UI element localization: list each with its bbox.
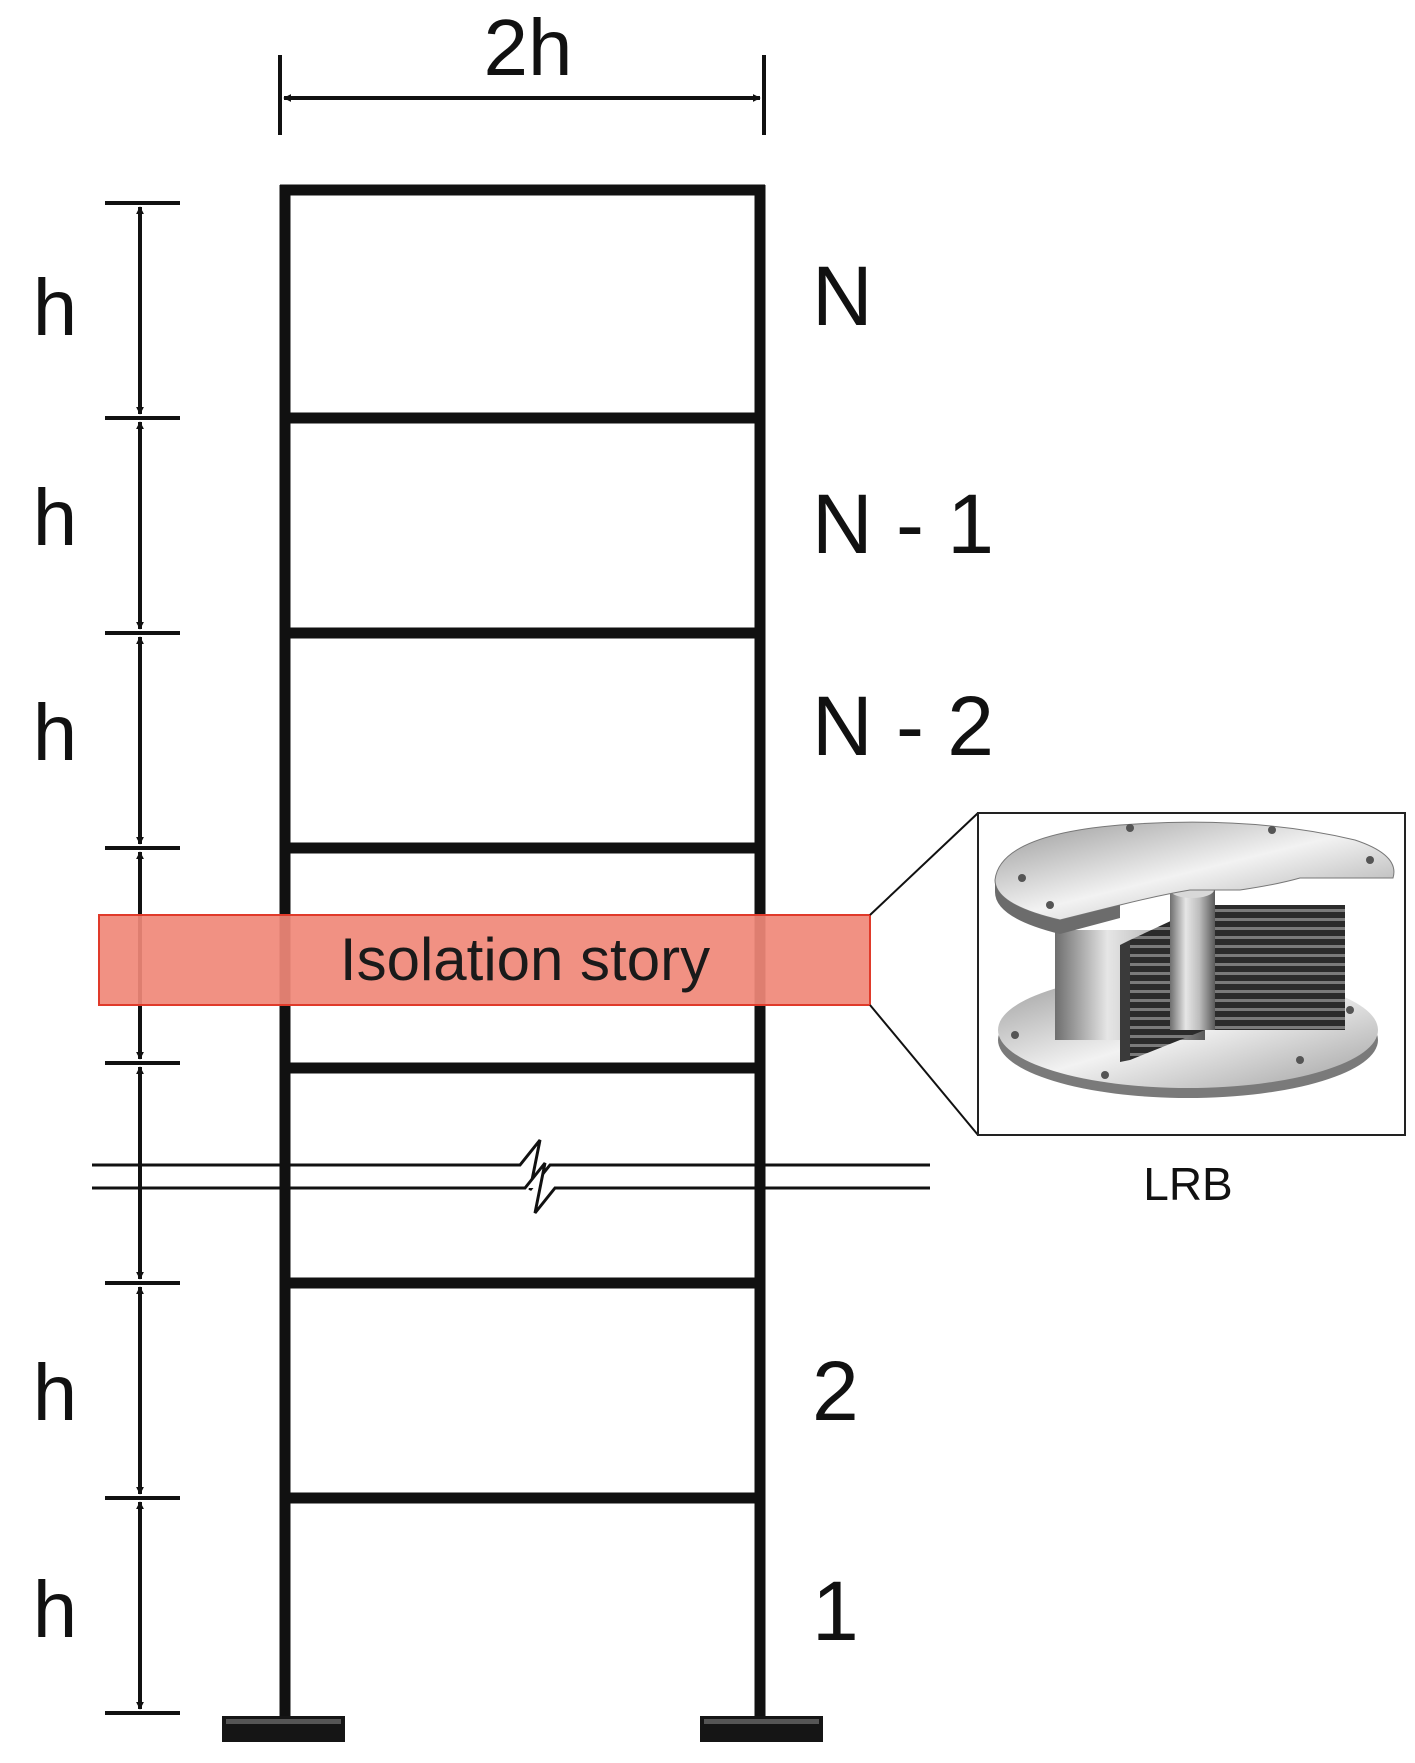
story-label-second-from-top: N - 1: [812, 477, 994, 571]
story-label-third-from-top: N - 2: [812, 679, 994, 773]
callout-lines: [869, 812, 979, 1136]
isolation-story-label: Isolation story: [340, 926, 710, 993]
height-label: h: [33, 688, 78, 777]
height-label: h: [33, 1348, 78, 1437]
isolation-story-band: Isolation story: [98, 914, 871, 1006]
frame: [279, 184, 766, 1718]
height-label: h: [33, 1565, 78, 1654]
height-label: h: [33, 263, 78, 352]
bearing-label: LRB: [1143, 1158, 1232, 1210]
width-dimension-label: 2h: [484, 3, 573, 92]
story-label-top: N: [812, 249, 873, 343]
width-dimension: 2h: [278, 3, 766, 135]
height-label: h: [33, 473, 78, 562]
story-label-second: 2: [812, 1344, 859, 1438]
lead-rubber-bearing-picture: LRB: [977, 812, 1406, 1210]
footings: [222, 1716, 823, 1742]
story-label-first: 1: [812, 1564, 859, 1658]
height-dimension-ticks: [105, 201, 180, 1715]
break-line-icon: [92, 1139, 930, 1214]
